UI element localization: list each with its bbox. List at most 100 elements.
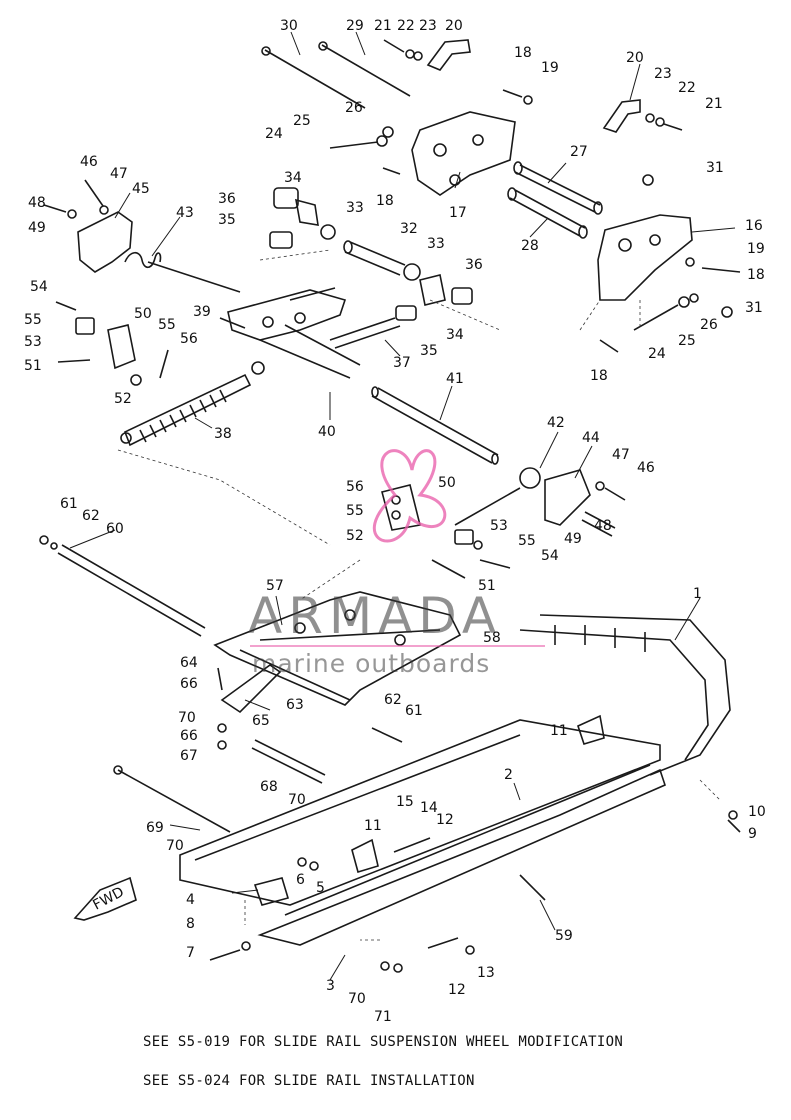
part-nut-70-lower: [380, 961, 390, 971]
part-bolt-48-left: [43, 204, 77, 219]
part-nut-13: [465, 945, 475, 955]
part-bolt-18-mid: [382, 167, 401, 175]
callout-3: 3: [326, 978, 335, 994]
callout-35: 35: [218, 212, 236, 228]
part-bushing-36-left: [273, 187, 299, 209]
part-rear-frame-57: [213, 591, 462, 706]
callout-61: 61: [405, 703, 423, 719]
propeller-logo-icon: [372, 449, 447, 543]
part-bolt-18-right: [685, 257, 741, 273]
callout-28: 28: [521, 238, 539, 254]
part-shaft-60: [39, 535, 206, 637]
callout-70: 70: [348, 991, 366, 1007]
note-slide-rail-installation: SEE S5-024 FOR SLIDE RAIL INSTALLATION: [143, 1073, 475, 1089]
callout-13: 13: [477, 965, 495, 981]
callout-25: 25: [678, 333, 696, 349]
part-bolt-21-top: [383, 39, 423, 61]
part-bolt-48-right: [581, 511, 616, 537]
callout-22: 22: [678, 80, 696, 96]
part-bushing-34-left: [294, 198, 319, 226]
watermark-brand: ARMADA: [248, 587, 502, 645]
part-nut-67: [217, 740, 227, 750]
callout-12: 12: [436, 812, 454, 828]
callout-53: 53: [490, 518, 508, 534]
callout-18: 18: [514, 45, 532, 61]
part-slider-4: [253, 877, 290, 906]
callout-18: 18: [747, 267, 765, 283]
part-block-11-center: [351, 838, 379, 874]
part-nut-66: [217, 723, 227, 733]
callout-60: 60: [106, 521, 124, 537]
part-slide-rail-2: [179, 719, 661, 906]
callout-56: 56: [346, 479, 364, 495]
callout-64: 64: [180, 655, 198, 671]
fwd-label: FWD: [90, 884, 126, 913]
assembly-guide-lines: [117, 249, 721, 941]
callout-63: 63: [286, 697, 304, 713]
callout-12: 12: [448, 982, 466, 998]
part-bracket-20-top: [426, 39, 471, 71]
callout-50: 50: [438, 475, 456, 491]
part-shaft-28: [507, 187, 588, 239]
callout-19: 19: [747, 241, 765, 257]
part-pin-39: [219, 317, 246, 329]
part-bolt-30: [261, 46, 366, 109]
callout-19: 19: [541, 60, 559, 76]
callout-54: 54: [541, 548, 559, 564]
note-wheel-modification: SEE S5-019 FOR SLIDE RAIL SUSPENSION WHE…: [143, 1034, 624, 1050]
part-shock-absorber-38: [120, 361, 265, 447]
callout-55: 55: [518, 533, 536, 549]
callout-40: 40: [318, 424, 336, 440]
callout-14: 14: [420, 800, 438, 816]
callout-70: 70: [288, 792, 306, 808]
part-bracket-17: [411, 111, 516, 196]
callout-46: 46: [637, 460, 655, 476]
callout-71: 71: [374, 1009, 392, 1025]
part-shaft-upper: [289, 287, 336, 301]
part-pin-56-left: [159, 349, 169, 379]
callout-62: 62: [82, 508, 100, 524]
callout-46: 46: [80, 154, 98, 170]
callout-52: 52: [114, 391, 132, 407]
part-bolt-51-center: [431, 559, 466, 579]
callout-25: 25: [293, 113, 311, 129]
part-nut-5: [309, 861, 319, 871]
part-pipe-68: [251, 739, 326, 784]
callout-44: 44: [582, 430, 600, 446]
callout-53: 53: [24, 334, 42, 350]
part-washer-55-right: [473, 540, 483, 550]
callout-21: 21: [374, 18, 392, 34]
callout-23: 23: [654, 66, 672, 82]
part-bolt-18-top: [502, 89, 533, 105]
part-bolt-24-right: [633, 293, 699, 331]
part-bracket-45: [77, 211, 133, 273]
callout-51: 51: [24, 358, 42, 374]
callout-47: 47: [612, 447, 630, 463]
callout-62: 62: [384, 692, 402, 708]
callout-6: 6: [296, 872, 305, 888]
callout-8: 8: [186, 916, 195, 932]
callout-34: 34: [446, 327, 464, 343]
callout-55: 55: [346, 503, 364, 519]
part-bolt-12-lower: [427, 937, 459, 949]
part-shaft-27: [513, 161, 603, 215]
callout-38: 38: [214, 426, 232, 442]
callout-20: 20: [626, 50, 644, 66]
part-washer-33-right: [403, 263, 421, 281]
part-arm-63: [220, 664, 282, 714]
part-nut-71: [393, 963, 403, 973]
callout-67: 67: [180, 748, 198, 764]
callout-1: 1: [693, 586, 702, 602]
part-shaft-41: [371, 386, 499, 465]
callout-7: 7: [186, 945, 195, 961]
callout-35: 35: [420, 343, 438, 359]
callout-59: 59: [555, 928, 573, 944]
callout-34: 34: [284, 170, 302, 186]
callout-52: 52: [346, 528, 364, 544]
callout-11: 11: [364, 818, 382, 834]
callout-31: 31: [745, 300, 763, 316]
part-block-11-right: [577, 714, 605, 745]
callout-68: 68: [260, 779, 278, 795]
